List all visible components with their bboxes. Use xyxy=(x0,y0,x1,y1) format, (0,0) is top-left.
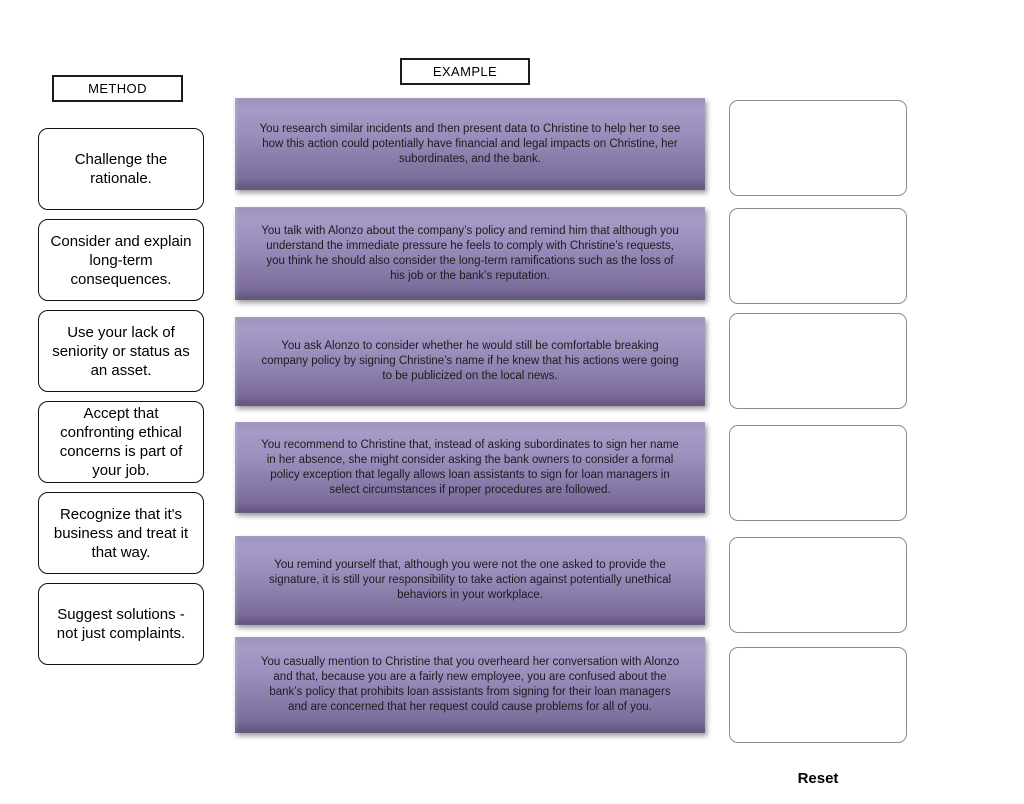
method-card-suggest-solutions[interactable]: Suggest solutions - not just complaints. xyxy=(38,583,204,665)
example-card-text: You remind yourself that, although you w… xyxy=(268,559,672,601)
method-card-label: Challenge the rationale. xyxy=(74,151,168,187)
example-card-text: You research similar incidents and then … xyxy=(259,122,681,165)
method-card-label: Suggest solutions - not just complaints. xyxy=(56,606,186,642)
method-card-label: Consider and explain long-term consequen… xyxy=(50,232,192,288)
method-card-its-business[interactable]: Recognize that it's business and treat i… xyxy=(38,492,204,574)
example-card-1: You research similar incidents and then … xyxy=(235,98,705,190)
method-card-lack-of-seniority[interactable]: Use your lack of seniority or status as … xyxy=(38,310,204,392)
example-card-text: You casually mention to Christine that y… xyxy=(260,656,680,713)
method-column-header: METHOD xyxy=(52,75,183,102)
drop-zone-4[interactable] xyxy=(729,425,907,521)
drop-zone-column xyxy=(729,100,907,743)
example-column-header: EXAMPLE xyxy=(400,58,530,85)
method-card-confronting-is-your-job[interactable]: Accept that confronting ethical concerns… xyxy=(38,401,204,483)
drop-zone-3[interactable] xyxy=(729,313,907,409)
example-card-3: You ask Alonzo to consider whether he wo… xyxy=(235,317,705,406)
example-column: You research similar incidents and then … xyxy=(235,98,705,733)
example-card-text: You recommend to Christine that, instead… xyxy=(261,438,679,496)
method-card-label: Accept that confronting ethical concerns… xyxy=(59,405,183,479)
drop-zone-6[interactable] xyxy=(729,647,907,743)
example-header-label: EXAMPLE xyxy=(432,64,498,79)
method-header-label: METHOD xyxy=(88,81,147,96)
drop-zone-5[interactable] xyxy=(729,537,907,633)
example-card-text: You ask Alonzo to consider whether he wo… xyxy=(261,340,679,382)
example-card-2: You talk with Alonzo about the company’s… xyxy=(235,207,705,300)
drop-zone-2[interactable] xyxy=(729,208,907,304)
method-column: Challenge the rationale. Consider and ex… xyxy=(38,128,204,674)
example-card-4: You recommend to Christine that, instead… xyxy=(235,422,705,513)
method-card-label: Recognize that it's business and treat i… xyxy=(53,505,189,561)
method-card-long-term-consequences[interactable]: Consider and explain long-term consequen… xyxy=(38,219,204,301)
example-card-text: You talk with Alonzo about the company’s… xyxy=(261,224,679,282)
method-card-label: Use your lack of seniority or status as … xyxy=(52,323,190,379)
reset-button[interactable]: Reset xyxy=(729,770,907,787)
drop-zone-1[interactable] xyxy=(729,100,907,196)
method-card-challenge-rationale[interactable]: Challenge the rationale. xyxy=(38,128,204,210)
example-card-5: You remind yourself that, although you w… xyxy=(235,536,705,625)
example-card-6: You casually mention to Christine that y… xyxy=(235,637,705,733)
